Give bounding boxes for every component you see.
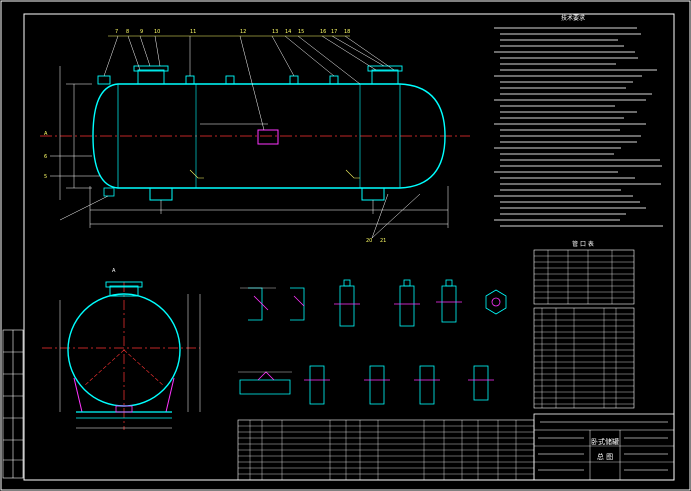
svg-text:16: 16 xyxy=(320,29,326,35)
svg-text:5: 5 xyxy=(44,174,47,180)
tech-title: 技术要求 xyxy=(561,14,585,22)
nozzle-top-2 xyxy=(185,75,195,85)
detail-nozzle-5 xyxy=(364,365,390,405)
nozzle-top-5 xyxy=(329,75,339,85)
detail-nozzle-3 xyxy=(436,279,462,323)
parts-list xyxy=(533,307,635,409)
manhole-left-flange xyxy=(133,65,169,72)
detail-nozzle-6 xyxy=(414,365,440,405)
nozzle-top-4 xyxy=(289,75,299,85)
manhole-left xyxy=(137,69,165,85)
manhole-right xyxy=(371,69,399,85)
nozzle-top-3 xyxy=(225,75,235,85)
nozzle-table: 管 口 表 xyxy=(533,240,635,305)
svg-text:7: 7 xyxy=(115,29,118,35)
svg-text:15: 15 xyxy=(298,29,304,35)
manhole-right-flange xyxy=(367,65,403,72)
svg-text:18: 18 xyxy=(344,29,350,35)
technical-requirements: 技术要求 xyxy=(494,14,663,227)
svg-text:A: A xyxy=(44,131,48,137)
detail-nozzle-4 xyxy=(304,365,330,405)
title-name-line1: 卧式储罐 xyxy=(591,437,619,446)
part-leaders xyxy=(50,35,421,239)
saddle-right xyxy=(361,188,385,201)
view-label-a: A xyxy=(112,268,116,274)
nozzle-table-title: 管 口 表 xyxy=(572,240,594,248)
detail-views xyxy=(238,279,507,405)
svg-text:13: 13 xyxy=(272,29,278,35)
svg-text:10: 10 xyxy=(154,29,160,35)
saddle-left xyxy=(149,188,173,201)
svg-text:21: 21 xyxy=(380,238,386,244)
title-block: 卧式储罐 总 图 xyxy=(533,413,675,481)
svg-text:14: 14 xyxy=(285,29,291,35)
svg-text:8: 8 xyxy=(126,29,129,35)
detail-nozzle-2 xyxy=(394,279,420,327)
vessel-elevation-view: 7 8 9 10 11 12 13 14 15 16 17 18 A 6 5 20 21 xyxy=(40,29,470,244)
svg-text:6: 6 xyxy=(44,154,47,160)
svg-text:20: 20 xyxy=(366,238,372,244)
detail-weld-a xyxy=(238,371,292,395)
nozzle-top-1 xyxy=(97,75,111,85)
svg-text:17: 17 xyxy=(331,29,337,35)
detail-nozzle-7 xyxy=(468,365,494,401)
svg-text:9: 9 xyxy=(140,29,143,35)
bill-of-materials xyxy=(237,419,535,481)
svg-text:11: 11 xyxy=(190,29,196,35)
vessel-end-view: A xyxy=(42,268,201,430)
detail-flange-1 xyxy=(240,287,276,321)
bottom-nozzle xyxy=(103,187,115,197)
binding-strip xyxy=(2,329,24,479)
detail-flange-2 xyxy=(290,287,305,321)
detail-nozzle-1 xyxy=(334,279,360,327)
title-name-line2: 总 图 xyxy=(597,452,613,461)
nameplate xyxy=(257,129,279,145)
detail-hex xyxy=(485,289,507,315)
end-view-manhole xyxy=(109,285,139,297)
svg-text:12: 12 xyxy=(240,29,246,35)
